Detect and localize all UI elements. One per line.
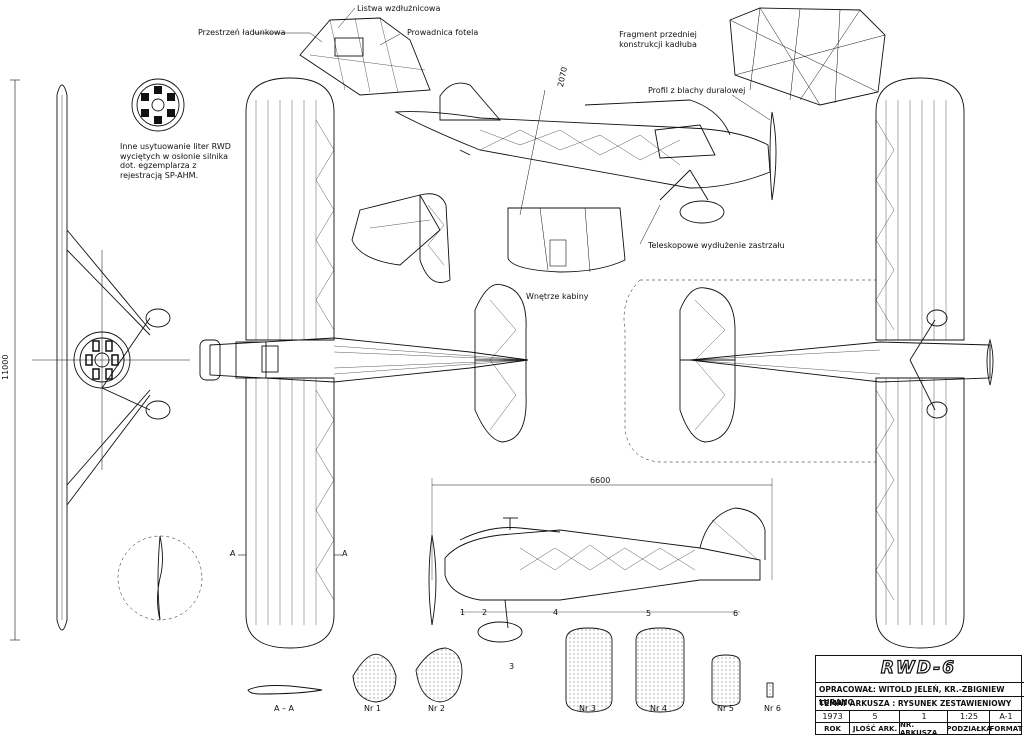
seat-guide-label: Prowadnica fotela [407,28,479,37]
sheet-count-value: 5 [849,711,900,722]
year-header: ROK [824,724,841,733]
section-marker-3: 3 [509,662,515,671]
values-row: 1973 5 1 1:25 A-1 [816,710,1021,722]
section-marker-2: 2 [482,608,488,617]
sheet-number-header: NR. ARKUSZA [899,721,948,737]
title-block: RWD-6 OPRACOWAŁ: WITOLD JELEŃ, KR.-ZBIGN… [815,655,1024,737]
section-nr3-label: Nr 3 [579,704,596,713]
section-nr4-label: Nr 4 [650,704,667,713]
section-a-right: A [342,549,348,558]
tail-detail-view [351,193,451,283]
rwd-letters-note: Inne usytuowanie liter RWD wyciętych w o… [120,142,231,180]
duralumin-profile-label: Profil z blachy duralowej [648,86,746,95]
side-view-lower [428,478,773,643]
section-nr5-label: Nr 5 [717,704,734,713]
section-marker-6: 6 [733,609,739,618]
sheet-number-value: 1 [899,711,948,722]
authors-row: OPRACOWAŁ: WITOLD JELEŃ, KR.-ZBIGNIEW LU… [816,682,1024,707]
drawing-title: RWD-6 [880,657,957,678]
span-dimension: 11000 [1,354,10,380]
sheet-count-header: JLOŚĆ ARK. [849,723,900,734]
cargo-space-detail [299,17,431,96]
cabin-interior-label: Wnętrze kabiny [526,292,589,301]
fuselage-front-frame [729,7,886,106]
top-view: . [199,77,529,649]
section-nr6-label: Nr 6 [764,704,781,713]
telescopic-strut-label: Teleskopowe wydłużenie zastrzału [648,241,785,250]
section-marker-5: 5 [646,609,652,618]
headers-row: ROK JLOŚĆ ARK. NR. ARKUSZA PODZIAŁKA FOR… [816,721,1023,737]
format-value: A-1 [989,711,1022,722]
longeron-label: Listwa wzdłużnicowa [357,4,441,13]
cross-sections [247,627,774,713]
scale-value: 1:25 [947,711,990,722]
leader-lines [254,7,771,245]
year-value: 1973 [822,712,843,721]
side-view-upper [394,82,777,224]
section-nr2-label: Nr 2 [428,704,445,713]
cargo-space-label: Przestrzeń ładunkowa [198,28,286,37]
section-aa-label: A – A [274,704,295,713]
scale-header: PODZIAŁKA [946,723,992,734]
fuselage-front-label: Fragment przedniej konstrukcji kadłuba [619,30,697,49]
section-marker-1: 1 [460,608,466,617]
svg-text:.: . [229,549,231,557]
cabin-interior-view [507,207,626,273]
section-a-left: A [230,549,236,558]
sheet-topic-row: TEMAT ARKUSZA : RYSUNEK ZESTAWIENIOWY [816,696,1024,710]
bottom-view [623,77,994,649]
format-header: FORMAT [989,723,1023,734]
front-view [10,78,203,641]
length-dimension: 6600 [590,476,611,485]
section-nr1-label: Nr 1 [364,704,381,713]
section-marker-4: 4 [553,608,559,617]
